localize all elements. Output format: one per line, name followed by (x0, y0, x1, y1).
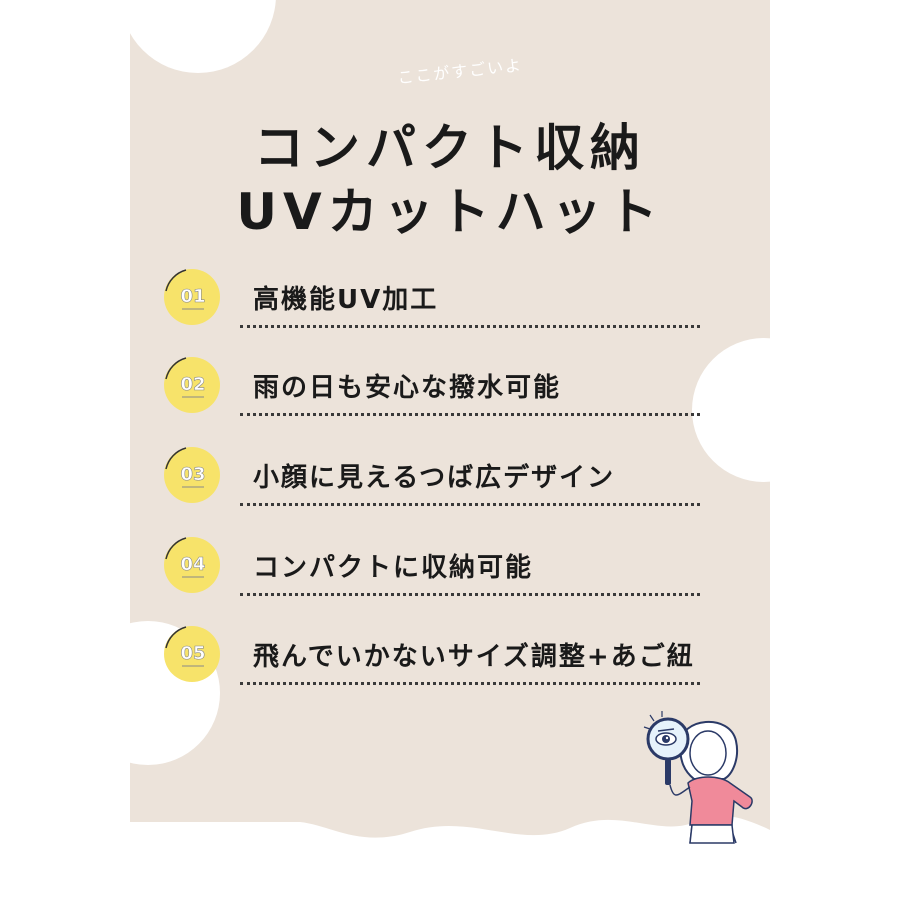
badge-number: 02 (180, 374, 205, 395)
badge-number: 04 (180, 554, 205, 575)
feature-label: 飛んでいかないサイズ調整+あご紐 (253, 642, 695, 672)
feature-item: 04 コンパクトに収納可能 (160, 533, 720, 619)
badge-number: 03 (180, 464, 205, 485)
feature-item: 05 飛んでいかないサイズ調整+あご紐 (160, 622, 720, 708)
badge-number: 01 (180, 286, 205, 307)
magnifying-glass-woman-icon (643, 711, 753, 844)
panel-shape (130, 0, 770, 838)
feature-label: 雨の日も安心な撥水可能 (253, 373, 562, 403)
number-badge: 02 (164, 357, 220, 413)
feature-label: 小顔に見えるつば広デザイン (253, 463, 616, 493)
dotted-divider (240, 593, 700, 596)
white-circle-right (692, 338, 836, 482)
title-line-2: UVカットハット (236, 183, 664, 241)
badge-number: 05 (180, 643, 205, 664)
feature-item: 01 高機能UV加工 (160, 265, 720, 351)
feature-label: コンパクトに収納可能 (253, 553, 534, 583)
number-badge: 03 (164, 447, 220, 503)
white-circle-top-left (120, 0, 276, 73)
feature-item: 02 雨の日も安心な撥水可能 (160, 353, 720, 439)
number-badge: 01 (164, 269, 220, 325)
feature-item: 03 小顔に見えるつば広デザイン (160, 443, 720, 529)
dotted-divider (240, 682, 700, 685)
dotted-divider (240, 503, 700, 506)
dotted-divider (240, 325, 700, 328)
number-badge: 04 (164, 537, 220, 593)
dotted-divider (240, 413, 700, 416)
title-line-1: コンパクト収納 (254, 119, 646, 177)
number-badge: 05 (164, 626, 220, 682)
feature-label: 高機能UV加工 (253, 285, 439, 315)
